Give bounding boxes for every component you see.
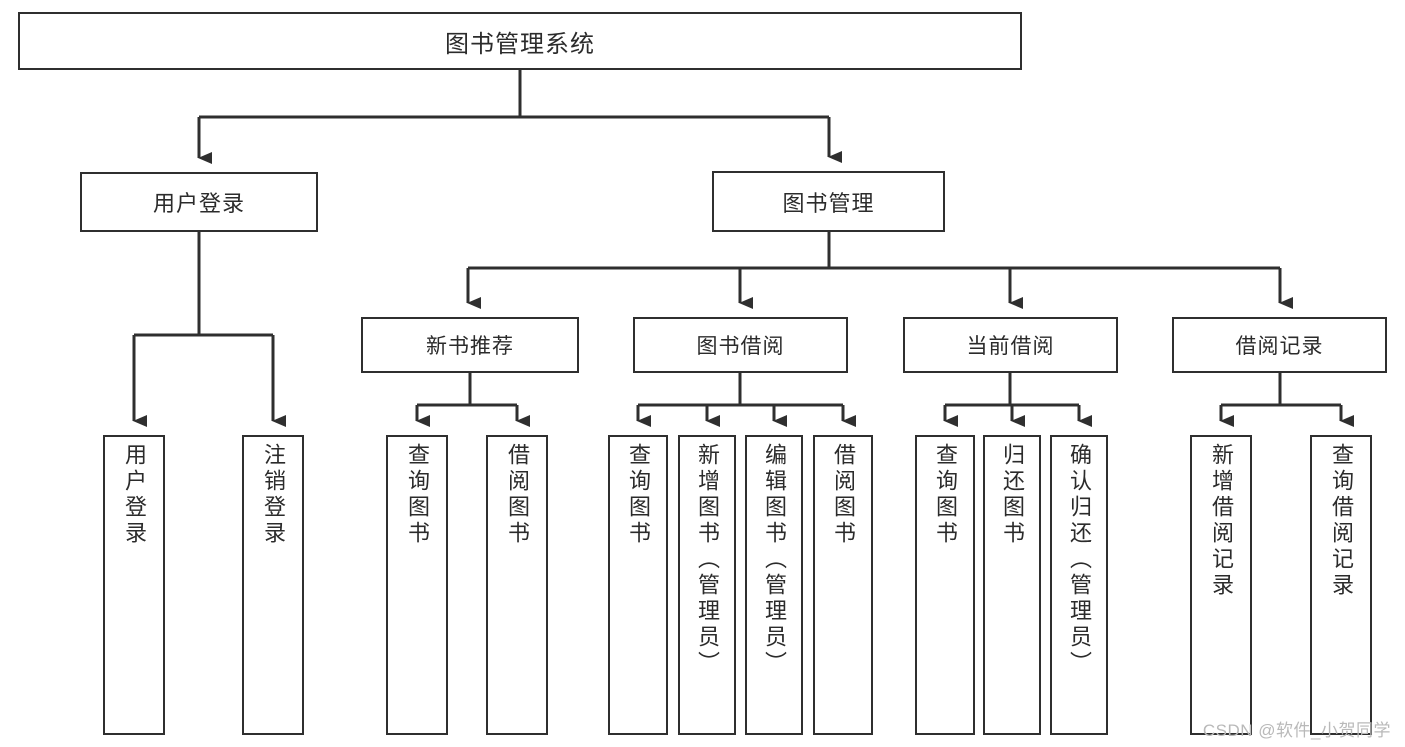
leaf-add-book-admin-label: 新增图书（管理员） [695, 443, 720, 677]
watermark: CSDN @软件_小贺同学 [1202, 721, 1391, 740]
node-book-management-label: 图书管理 [782, 190, 875, 216]
node-current-borrow-label: 当前借阅 [966, 335, 1055, 358]
node-borrow-records-label: 借阅记录 [1235, 335, 1324, 358]
node-current-borrow[interactable]: 当前借阅 [903, 317, 1118, 373]
leaf-query-borrow-record-label: 查询借阅记录 [1329, 443, 1354, 599]
leaf-add-book-admin[interactable]: 新增图书（管理员） [678, 435, 736, 735]
leaf-return-book-label: 归还图书 [1000, 443, 1025, 547]
leaf-query-book-borrow[interactable]: 查询图书 [608, 435, 668, 735]
node-root[interactable]: 图书管理系统 [18, 12, 1022, 70]
leaf-query-book-recommend-label: 查询图书 [405, 443, 430, 547]
leaf-add-borrow-record[interactable]: 新增借阅记录 [1190, 435, 1252, 735]
node-book-borrow[interactable]: 图书借阅 [633, 317, 848, 373]
leaf-confirm-return-admin-label: 确认归还（管理员） [1067, 443, 1092, 677]
leaf-return-book[interactable]: 归还图书 [983, 435, 1041, 735]
leaf-logout[interactable]: 注销登录 [242, 435, 304, 735]
leaf-edit-book-admin-label: 编辑图书（管理员） [762, 443, 787, 677]
leaf-logout-label: 注销登录 [261, 443, 286, 547]
leaf-confirm-return-admin[interactable]: 确认归还（管理员） [1050, 435, 1108, 735]
node-user-login[interactable]: 用户登录 [80, 172, 318, 232]
node-borrow-records[interactable]: 借阅记录 [1172, 317, 1387, 373]
leaf-query-book-recommend[interactable]: 查询图书 [386, 435, 448, 735]
node-new-book-recommendation-label: 新书推荐 [426, 335, 514, 358]
leaf-query-book-current[interactable]: 查询图书 [915, 435, 975, 735]
node-user-login-label: 用户登录 [152, 191, 245, 216]
leaf-user-login-label: 用户登录 [122, 443, 147, 547]
leaf-query-borrow-record[interactable]: 查询借阅记录 [1310, 435, 1372, 735]
leaf-query-book-current-label: 查询图书 [933, 443, 958, 547]
node-book-management[interactable]: 图书管理 [712, 171, 945, 232]
leaf-query-book-borrow-label: 查询图书 [626, 443, 651, 547]
leaf-borrow-book-recommend[interactable]: 借阅图书 [486, 435, 548, 735]
leaf-user-login[interactable]: 用户登录 [103, 435, 165, 735]
node-book-borrow-label: 图书借阅 [696, 335, 785, 358]
leaf-borrow-book-recommend-label: 借阅图书 [505, 443, 530, 547]
node-root-label: 图书管理系统 [445, 30, 595, 58]
node-new-book-recommendation[interactable]: 新书推荐 [361, 317, 579, 373]
leaf-borrow-book[interactable]: 借阅图书 [813, 435, 873, 735]
leaf-edit-book-admin[interactable]: 编辑图书（管理员） [745, 435, 803, 735]
leaf-borrow-book-label: 借阅图书 [831, 443, 856, 547]
leaf-add-borrow-record-label: 新增借阅记录 [1209, 443, 1234, 599]
